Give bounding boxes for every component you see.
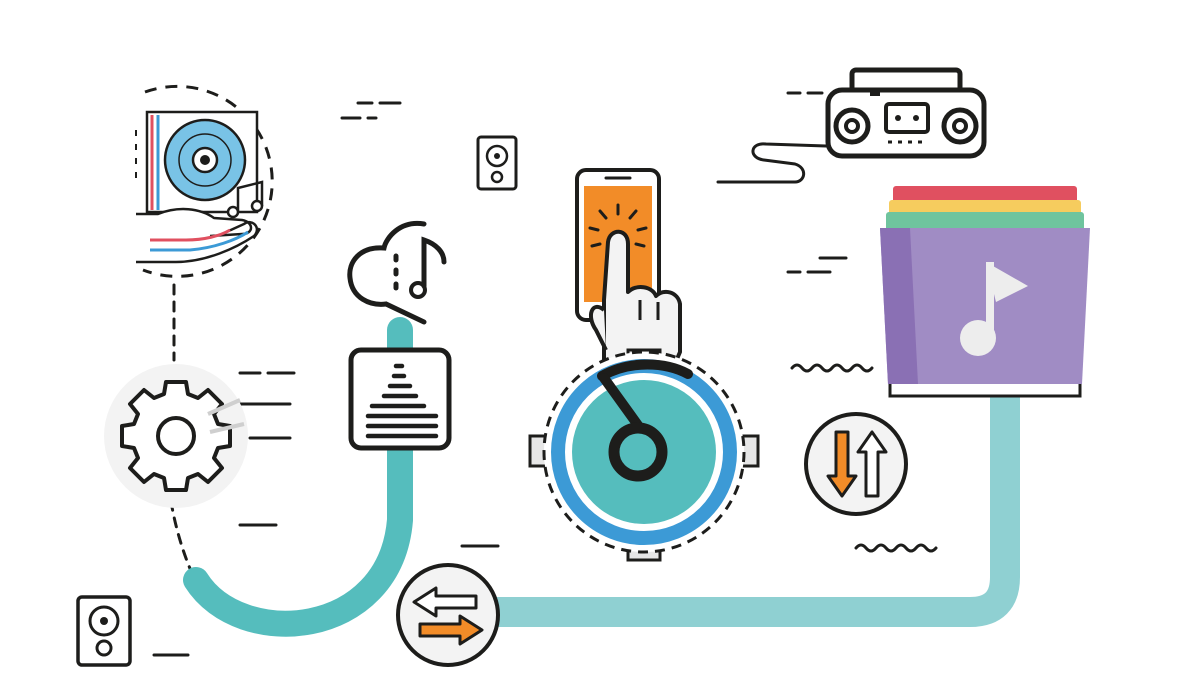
smartphone-touch-icon	[575, 168, 682, 368]
teal-tube-right	[465, 370, 1020, 627]
speaker-icon-large	[76, 595, 132, 667]
music-cd-hand-icon	[135, 84, 274, 278]
transfer-arrows-icon	[396, 563, 500, 667]
music-folder-icon	[880, 186, 1090, 398]
gear-icon	[104, 364, 248, 508]
boombox-cord	[716, 142, 828, 184]
sort-arrows-icon	[804, 412, 908, 516]
music-note-disc-icon	[528, 348, 760, 562]
equalizer-icon	[348, 347, 452, 451]
speaker-icon	[476, 135, 518, 191]
decorative-squiggles	[790, 363, 938, 553]
decorative-dashes	[152, 91, 848, 657]
teal-tube-left	[183, 317, 413, 637]
boombox-icon	[825, 67, 987, 159]
bluetooth-music-icon	[347, 220, 447, 325]
